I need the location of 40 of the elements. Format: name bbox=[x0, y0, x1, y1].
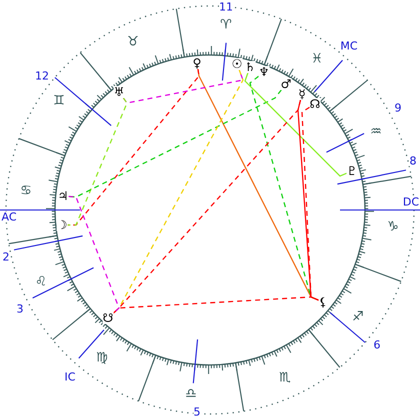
house-label: 11 bbox=[219, 2, 233, 12]
house-label: AC bbox=[2, 212, 16, 222]
zodiac-sign: ♉ bbox=[127, 36, 139, 48]
house-label: 8 bbox=[410, 156, 416, 166]
house-label: MC bbox=[340, 40, 358, 52]
zodiac-sign: ♈ bbox=[220, 18, 232, 32]
aspect-line bbox=[67, 98, 128, 226]
zodiac-sign: ♐ bbox=[352, 310, 364, 324]
planet-glyph: ♄ bbox=[244, 61, 256, 73]
planet-glyph: ♃ bbox=[58, 190, 68, 202]
aspect-line bbox=[68, 196, 120, 314]
planet-glyph: ♀ bbox=[192, 57, 202, 69]
zodiac-sign: ♓ bbox=[311, 52, 323, 66]
zodiac-sign: ♋ bbox=[20, 184, 32, 198]
planet-glyph: ☊ bbox=[310, 98, 320, 110]
aspect-line bbox=[112, 296, 319, 314]
house-label: DC bbox=[402, 196, 420, 208]
planet-glyph: ⚸ bbox=[318, 296, 328, 308]
aspect-line bbox=[244, 72, 347, 177]
planet-glyph: ☉ bbox=[232, 58, 242, 70]
house-label: 6 bbox=[374, 340, 380, 350]
house-label: 5 bbox=[194, 406, 200, 418]
zodiac-sign: ♑ bbox=[387, 220, 399, 234]
zodiac-sign: ♌ bbox=[35, 276, 47, 288]
aspect-line bbox=[301, 106, 319, 301]
planet-glyph: ☋ bbox=[102, 312, 114, 324]
house-label: 2 bbox=[2, 252, 10, 262]
house-label: IC bbox=[64, 372, 76, 382]
house-label: 9 bbox=[394, 102, 402, 114]
zodiac-sign: ♏ bbox=[279, 372, 291, 384]
planet-glyph: ♆ bbox=[258, 66, 270, 78]
planet-glyph: ☿ bbox=[298, 88, 306, 100]
zodiac-sign: ♍ bbox=[96, 352, 108, 364]
planet-glyph: ♅ bbox=[114, 86, 124, 98]
house-label: 3 bbox=[16, 304, 24, 314]
planet-glyph: ☽ bbox=[56, 219, 68, 231]
zodiac-sign: ♊ bbox=[53, 94, 65, 108]
house-label: 12 bbox=[35, 70, 49, 82]
planet-glyph: ♇ bbox=[346, 165, 358, 177]
planet-glyph: ♂ bbox=[280, 78, 292, 90]
